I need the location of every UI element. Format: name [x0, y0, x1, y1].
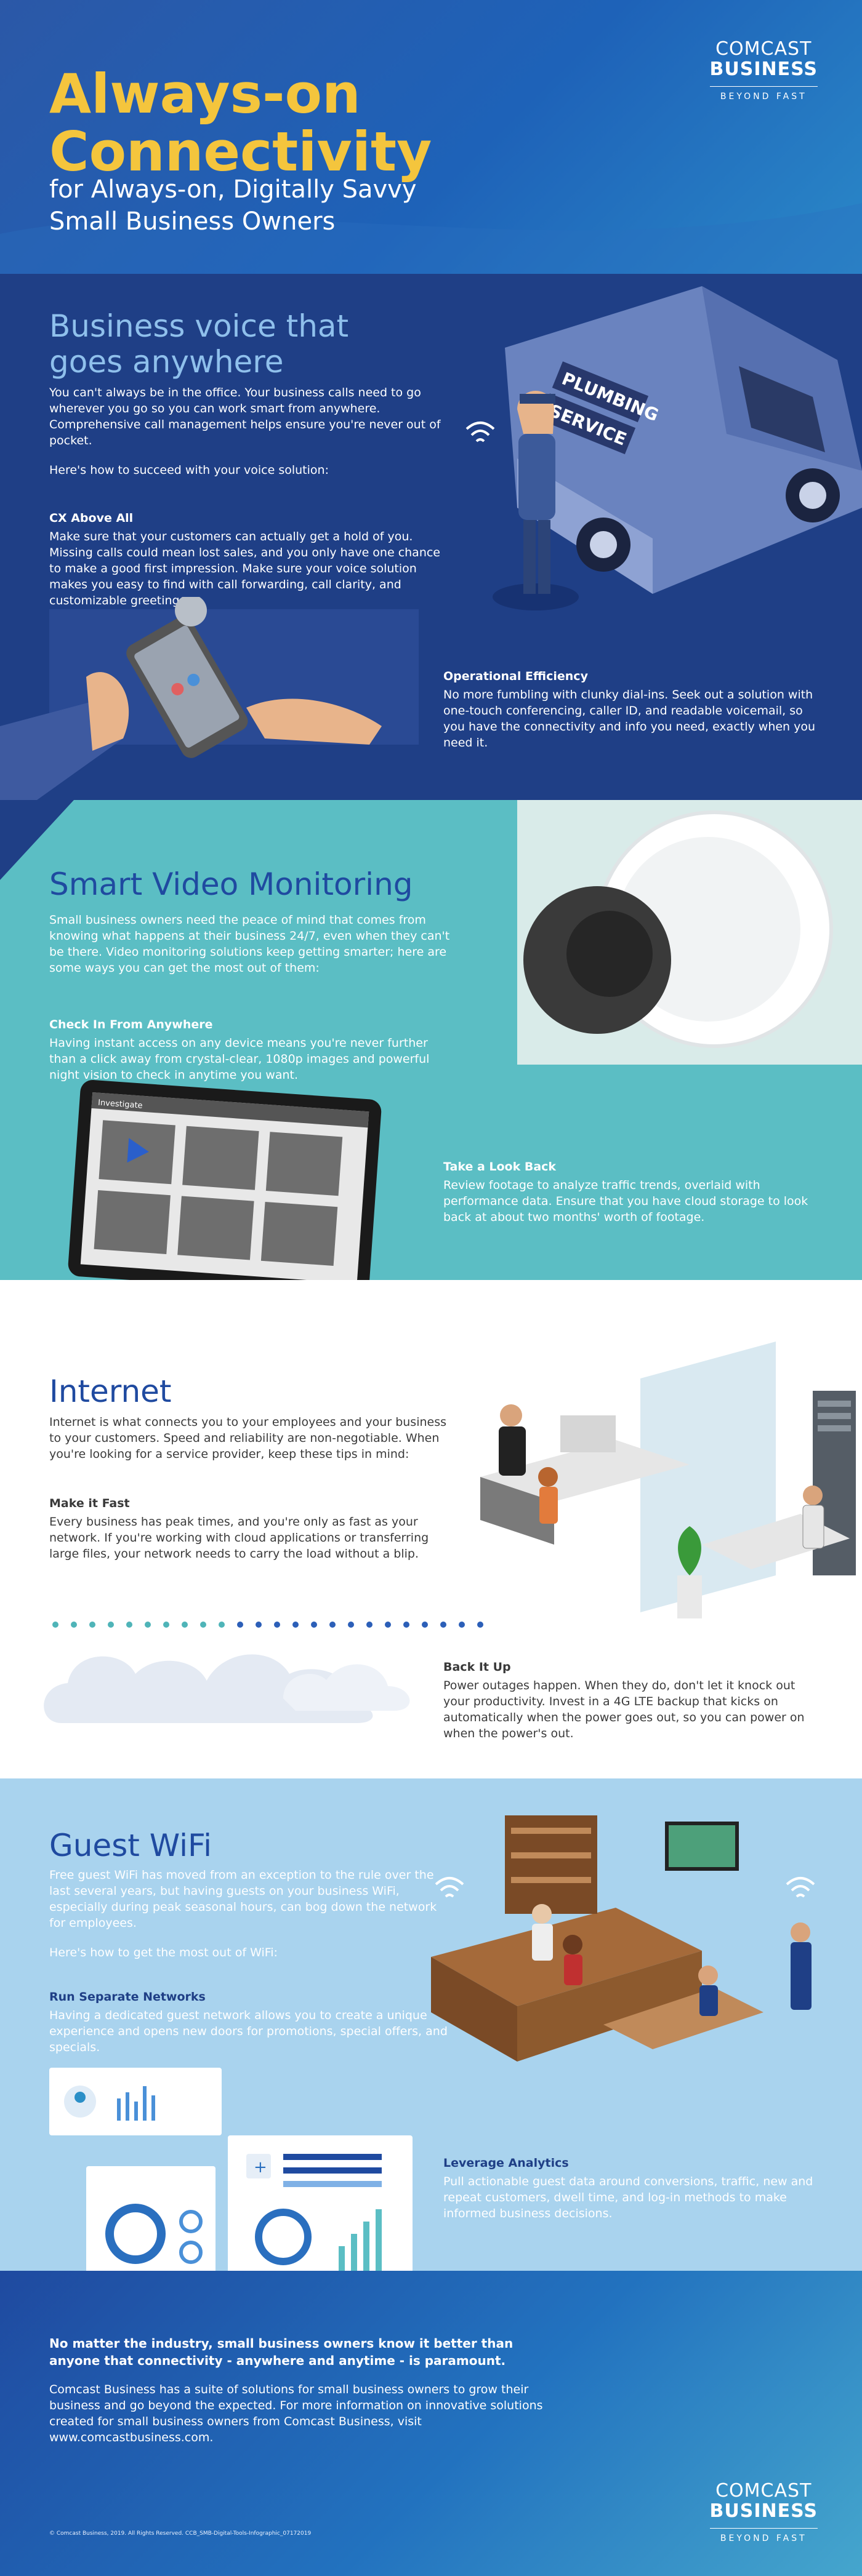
- wifi-lead: Here's how to get the most out of WiFi:: [49, 1946, 278, 1959]
- logo-line2: BUSINESS: [709, 58, 818, 80]
- wifi-tip1-body: Having a dedicated guest network allows …: [49, 2009, 448, 2054]
- footer-headline: No matter the industry, small business o…: [49, 2336, 514, 2368]
- phone-hands-illustration: [0, 597, 419, 800]
- comcast-business-logo: COMCAST BUSINESS BEYOND FAST: [709, 38, 818, 102]
- video-title: Smart Video Monitoring: [49, 866, 413, 902]
- analytics-cards-illustration: +: [49, 2068, 413, 2271]
- voice-tip1-title: CX Above All: [49, 511, 134, 525]
- voice-title: Business voice that goes anywhere: [49, 308, 349, 380]
- internet-tip2-body: Power outages happen. When they do, don'…: [443, 1679, 805, 1740]
- logo-bottom-tagline: BEYOND FAST: [709, 2528, 818, 2543]
- internet-title: Internet: [49, 1374, 172, 1409]
- plumbing-van-illustration: PLUMBING SERVICE: [493, 286, 862, 610]
- header-wave-decoration: [0, 203, 862, 274]
- video-left-shape-decoration: [0, 800, 74, 880]
- video-tip1-body: Having instant access on any device mean…: [49, 1036, 430, 1082]
- internet-tip1-title: Make it Fast: [49, 1497, 130, 1510]
- internet-intro: Internet is what connects you to your em…: [49, 1415, 446, 1461]
- header: Always-on Connectivity for Always-on, Di…: [0, 0, 862, 274]
- video-tip2-title: Take a Look Back: [443, 1160, 557, 1174]
- page-title: Always-on Connectivity: [49, 62, 432, 183]
- security-camera-illustration: [517, 800, 862, 1065]
- voice-tip2-title: Operational Efficiency: [443, 670, 588, 683]
- footer-body: Comcast Business has a suite of solution…: [49, 2383, 543, 2444]
- tablet-investigate-illustration: Investigate: [68, 1079, 382, 1280]
- wifi-right-icon: [786, 1877, 815, 1898]
- footer-copyright: © Comcast Business, 2019. All Rights Res…: [49, 2530, 312, 2537]
- voice-intro: You can't always be in the office. Your …: [49, 386, 441, 447]
- internet-tip2-title: Back It Up: [443, 1660, 511, 1674]
- cloud-network-illustration: [44, 1622, 483, 1723]
- voice-lead: Here's how to succeed with your voice so…: [49, 463, 329, 477]
- plus-icon: +: [254, 2158, 267, 2177]
- guest-wifi-section: Guest WiFi Free guest WiFi has moved fro…: [0, 1778, 862, 2271]
- logo-bottom-line1: COMCAST: [715, 2480, 812, 2502]
- wifi-tip2-body: Pull actionable guest data around conver…: [443, 2175, 813, 2220]
- wifi-title: Guest WiFi: [49, 1828, 212, 1863]
- wifi-left-icon: [435, 1877, 464, 1898]
- page-subtitle: for Always-on, Digitally Savvy Small Bus…: [49, 175, 417, 236]
- wifi-intro: Free guest WiFi has moved from an except…: [49, 1868, 437, 1930]
- video-intro: Small business owners need the peace of …: [49, 913, 450, 975]
- logo-tagline: BEYOND FAST: [709, 86, 818, 102]
- office-workers-illustration: [480, 1342, 856, 1618]
- internet-tip1-body: Every business has peak times, and you'r…: [49, 1515, 429, 1561]
- video-tip2-body: Review footage to analyze traffic trends…: [443, 1178, 808, 1224]
- video-tip1-title: Check In From Anywhere: [49, 1018, 213, 1031]
- voice-tip2-body: No more fumbling with clunky dial-ins. S…: [443, 688, 816, 750]
- restaurant-guests-illustration: [431, 1815, 812, 2062]
- voice-tip1-body: Make sure that your customers can actual…: [49, 530, 440, 607]
- logo-line1: COMCAST: [715, 38, 812, 60]
- wifi-tip2-title: Leverage Analytics: [443, 2156, 569, 2170]
- comcast-business-logo-bottom: COMCAST BUSINESS BEYOND FAST: [709, 2480, 818, 2543]
- internet-section: Internet Internet is what connects you t…: [0, 1280, 862, 1778]
- video-monitoring-section: Smart Video Monitoring Small business ow…: [0, 800, 862, 1280]
- tablet-label: Investigate: [98, 1098, 143, 1111]
- footer: No matter the industry, small business o…: [0, 2271, 862, 2576]
- logo-bottom-line2: BUSINESS: [709, 2500, 818, 2522]
- wifi-tip1-title: Run Separate Networks: [49, 1990, 206, 2004]
- voice-section: PLUMBING SERVICE Business voice that goe…: [0, 274, 862, 800]
- wifi-signal-icon: [465, 422, 495, 442]
